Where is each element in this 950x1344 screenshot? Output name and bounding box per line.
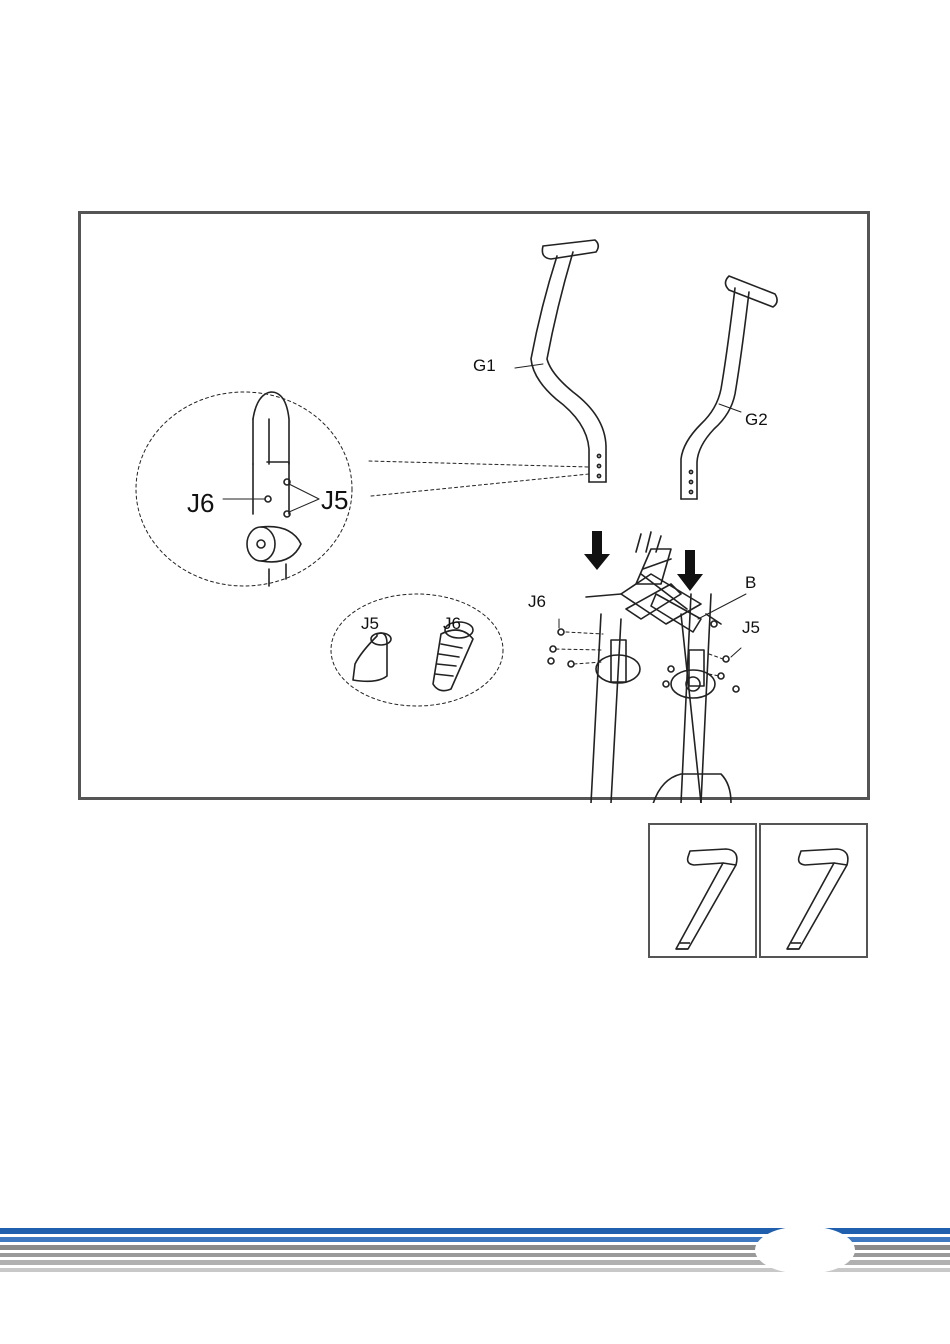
label-j5-parts: J5 bbox=[361, 614, 379, 634]
label-b: B bbox=[745, 573, 756, 593]
footer-decoration bbox=[0, 1222, 950, 1282]
parts-detail-circle bbox=[331, 594, 503, 706]
tool-box-1 bbox=[648, 823, 757, 958]
down-arrow-icon-left bbox=[584, 531, 610, 570]
allen-key-icon bbox=[650, 825, 755, 956]
allen-key-tools bbox=[648, 823, 870, 958]
tool-box-2 bbox=[759, 823, 868, 958]
page-number-oval bbox=[755, 1226, 855, 1274]
handlebar-g2 bbox=[681, 276, 777, 499]
label-g2: G2 bbox=[745, 410, 768, 430]
handlebar-g1 bbox=[531, 240, 606, 482]
frame-stand bbox=[586, 532, 731, 803]
footer-stripes bbox=[0, 1222, 950, 1282]
label-g1: G1 bbox=[473, 356, 496, 376]
assembly-diagram-frame: G1 G2 J6 J5 J5 J6 B J6 J5 bbox=[78, 211, 870, 800]
label-j6-zoom: J6 bbox=[187, 488, 214, 519]
label-j5-zoom: J5 bbox=[321, 485, 348, 516]
label-j6-left: J6 bbox=[528, 592, 546, 612]
frame-screws bbox=[548, 621, 739, 692]
label-j5-right: J5 bbox=[742, 618, 760, 638]
allen-key-icon bbox=[761, 825, 866, 956]
label-j6-parts: J6 bbox=[443, 614, 461, 634]
down-arrow-icon-right bbox=[677, 550, 703, 591]
